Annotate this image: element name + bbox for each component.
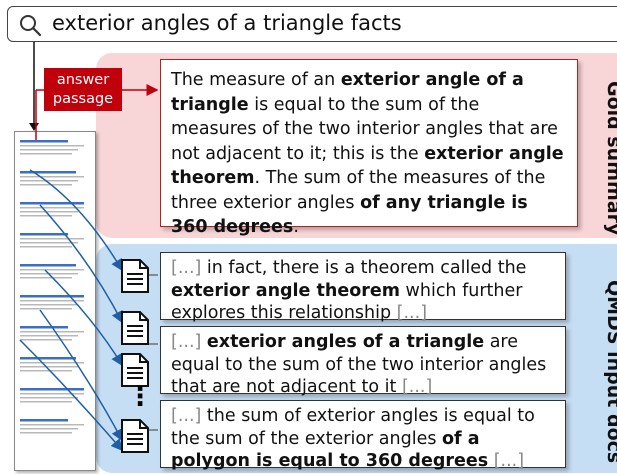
result-title-line: [20, 140, 68, 143]
gold-summary-label: Gold summary: [603, 81, 617, 236]
result-snippet-line: [20, 211, 78, 213]
qmds-label: QMDS input docs: [603, 280, 617, 464]
doc-arrow-4: [39, 309, 123, 442]
doc-arrow-1: [29, 169, 123, 272]
search-results-thumbnail: [14, 131, 96, 471]
result-title-line: [20, 171, 76, 174]
search-icon: [20, 15, 42, 37]
gold-text-segment: The measure of an: [171, 70, 341, 90]
doc-text-segment: of a polygon is equal to 360 degrees: [171, 428, 489, 472]
result-snippet-line: [20, 242, 78, 244]
result-snippet-line: [20, 207, 84, 209]
doc-text-segment: are equal to the sum of the two interior…: [171, 332, 547, 397]
doc-text-segment: which further explores this relationship: [171, 280, 523, 324]
doc-text-segment: [...]: [396, 303, 428, 323]
gold-text-segment: exterior angle theorem: [171, 143, 564, 189]
doc-text-segment: in fact, there is a theorem called the: [201, 258, 527, 278]
gold-text-segment: is equal to the sum of the measures of t…: [171, 94, 558, 164]
search-arrowhead: [29, 123, 39, 131]
result-snippet-line: [20, 176, 84, 178]
result-title-line: [20, 264, 76, 267]
answer-tag-line1: answer: [56, 71, 110, 88]
result-snippet-line: [20, 366, 78, 368]
doc-text-segment: [...]: [493, 451, 525, 471]
result-snippet-line: [20, 428, 78, 430]
doc-text-segment: exterior angle theorem: [171, 280, 400, 301]
result-snippet-line: [20, 401, 72, 403]
result-snippet-line: [20, 300, 84, 302]
doc-text-segment: [...]: [171, 332, 207, 352]
result-snippet-line: [20, 362, 84, 364]
gold-text-segment: of any triangle is 360 degrees: [171, 192, 528, 238]
doc-text-segment: exterior angles of a triangle: [206, 332, 485, 352]
document-icon: [121, 419, 149, 453]
more-docs-ellipsis: ⋮: [127, 382, 153, 412]
doc-text-segment: [...]: [171, 258, 202, 278]
result-snippet-line: [20, 308, 72, 310]
result-snippet-line: [20, 184, 72, 186]
search-query[interactable]: exterior angles of a triangle facts: [52, 11, 402, 35]
result-title-line: [20, 388, 84, 391]
result-title-line: [20, 419, 68, 422]
result-title-line: [20, 202, 84, 205]
qmds-doc-3: [...] the sum of exterior angles is equa…: [160, 400, 566, 471]
result-title-line: [20, 326, 68, 329]
answer-passage-tag: answer passage: [44, 68, 122, 111]
result-snippet-line: [20, 397, 78, 399]
result-snippet-line: [20, 145, 84, 147]
document-icon: [121, 259, 149, 293]
result-snippet-line: [20, 335, 78, 337]
gold-summary-box: The measure of an exterior angle of a tr…: [160, 59, 578, 237]
result-snippet-line: [20, 269, 84, 271]
doc-arrow-3: [44, 269, 123, 367]
result-snippet-line: [20, 215, 72, 217]
result-snippet-line: [20, 432, 72, 434]
search-bar[interactable]: exterior angles of a triangle facts: [7, 6, 617, 42]
doc-text-segment: the sum of exterior angles is equal to t…: [171, 406, 535, 449]
result-snippet-line: [20, 304, 78, 306]
result-title-line: [20, 357, 76, 360]
result-snippet-line: [20, 339, 72, 341]
document-icon: [121, 353, 149, 387]
answer-tag-line2: passage: [52, 90, 114, 107]
result-title-line: [20, 233, 68, 236]
result-snippet-line: [20, 180, 78, 182]
doc-arrow-2: [39, 204, 123, 324]
qmds-doc-2: [...] exterior angles of a triangle are …: [160, 326, 566, 397]
result-snippet-line: [20, 153, 72, 155]
result-snippet-line: [20, 393, 84, 395]
result-title-line: [20, 295, 84, 298]
result-snippet-line: [20, 331, 84, 333]
gold-text-segment: . The sum of the measures of the three e…: [171, 168, 546, 213]
result-snippet-line: [20, 238, 84, 240]
result-snippet-line: [20, 277, 72, 279]
result-snippet-line: [20, 246, 72, 248]
gold-text-segment: .: [293, 217, 299, 237]
result-snippet-line: [20, 424, 84, 426]
document-icon: [121, 311, 149, 345]
result-snippet-line: [20, 370, 72, 372]
qmds-doc-1: [...] in fact, there is a theorem called…: [160, 252, 566, 323]
doc-arrow-5: [19, 339, 123, 452]
doc-text-segment: [...]: [171, 406, 202, 426]
gold-text-segment: exterior angle of a triangle: [171, 70, 524, 115]
doc-text-segment: [...]: [401, 377, 433, 397]
result-snippet-line: [20, 149, 78, 151]
